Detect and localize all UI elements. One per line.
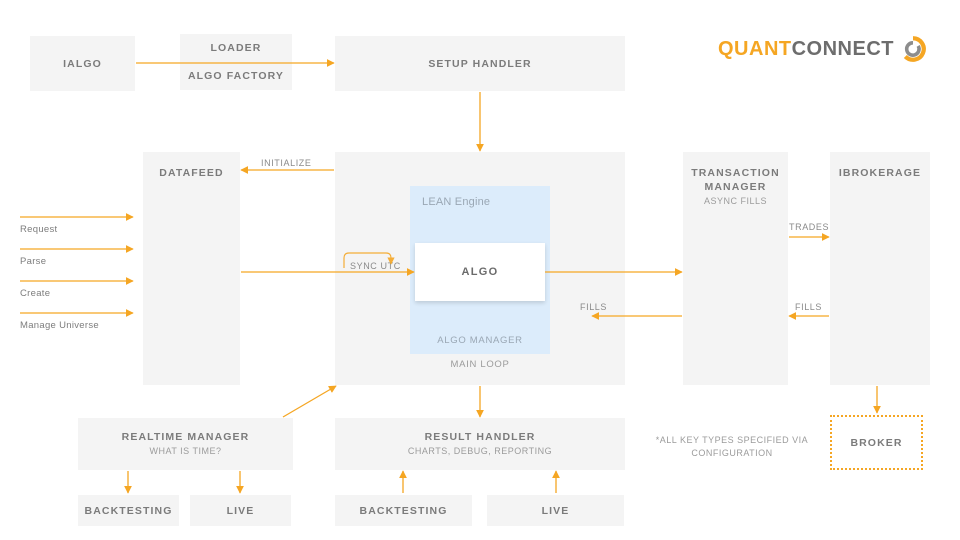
node-loader-algo-factory[interactable]: LOADER ALGO FACTORY [180,34,292,90]
main-loop-label: MAIN LOOP [450,359,510,370]
node-algo[interactable]: ALGO [415,243,545,301]
node-result-handler[interactable]: RESULT HANDLER CHARTS, DEBUG, REPORTING [335,418,625,470]
node-realtime-backtesting[interactable]: BACKTESTING [78,495,179,526]
node-realtime-manager[interactable]: REALTIME MANAGER WHAT IS TIME? [78,418,293,470]
node-result-live[interactable]: LIVE [487,495,624,526]
node-realtime-manager-title: REALTIME MANAGER [121,431,250,443]
node-result-live-title: LIVE [541,504,570,517]
node-broker[interactable]: BROKER [830,415,923,470]
edge-label-fills-right: FILLS [795,302,823,312]
edge-label-sync-utc: SYNC UTC [350,261,401,271]
input-label-create: Create [20,288,51,299]
node-main-loop-container[interactable]: LEAN Engine ALGO MANAGER ALGO MAIN LOOP [335,152,625,385]
node-result-handler-title: RESULT HANDLER [424,431,536,443]
node-result-backtesting[interactable]: BACKTESTING [335,495,472,526]
node-ialgo[interactable]: IALGO [30,36,135,91]
node-loader-title: LOADER [210,42,262,54]
quantconnect-logo: QUANTCONNECT [718,36,926,62]
lean-engine-label: LEAN Engine [422,196,491,208]
node-realtime-live-title: LIVE [226,504,255,517]
edge-label-fills-left: FILLS [580,302,608,312]
node-transaction-manager-subtitle: ASYNC FILLS [703,196,768,206]
input-label-manage-universe: Manage Universe [20,320,99,331]
node-realtime-live[interactable]: LIVE [190,495,291,526]
arrow-realtime-manager-to-main [282,385,337,418]
node-setup-handler[interactable]: SETUP HANDLER [335,36,625,91]
edge-label-trades: TRADES [789,222,830,232]
node-result-backtesting-title: BACKTESTING [359,504,448,517]
node-ibrokerage[interactable]: IBROKERAGE [830,152,930,385]
node-datafeed-title: DATAFEED [159,167,224,179]
configuration-footnote: *ALL KEY TYPES SPECIFIED VIA CONFIGURATI… [655,435,809,458]
node-datafeed[interactable]: DATAFEED [143,152,240,385]
node-setup-handler-title: SETUP HANDLER [428,57,532,70]
node-result-handler-subtitle: CHARTS, DEBUG, REPORTING [407,446,553,456]
algo-manager-label: ALGO MANAGER [437,335,523,346]
quantconnect-swirl-icon [903,36,926,62]
node-algo-factory-title: ALGO FACTORY [187,70,285,82]
edge-label-initialize: INITIALIZE [261,158,312,168]
node-ibrokerage-title: IBROKERAGE [838,167,922,179]
input-label-parse: Parse [20,256,47,267]
node-transaction-manager-title-line2: MANAGER [704,181,767,193]
arrow-sync-utc-loop [343,252,395,268]
node-transaction-manager-title-line1: TRANSACTION [691,167,780,179]
logo-text-connect: CONNECT [791,38,894,60]
node-realtime-manager-subtitle: WHAT IS TIME? [149,446,222,456]
node-broker-title: BROKER [850,436,903,449]
node-realtime-backtesting-title: BACKTESTING [84,504,173,517]
node-transaction-manager[interactable]: TRANSACTION MANAGER ASYNC FILLS [683,152,788,385]
logo-text-quant: QUANT [718,38,792,60]
input-label-request: Request [20,224,58,235]
node-ialgo-title: IALGO [63,57,102,70]
logo-wordmark: QUANTCONNECT [718,39,894,59]
